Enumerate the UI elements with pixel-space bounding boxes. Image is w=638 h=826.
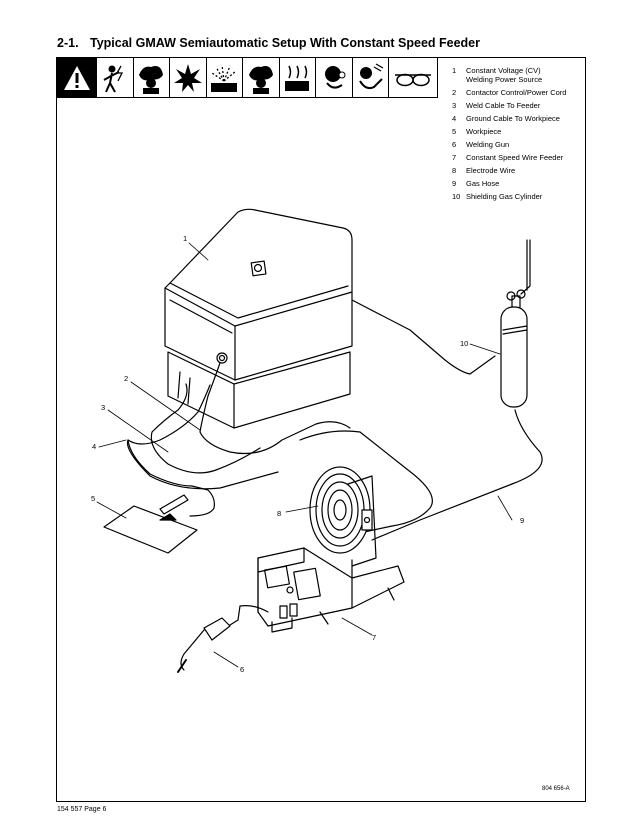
art-number: 804 656-A <box>542 786 570 792</box>
callout-6: 6 <box>240 665 245 674</box>
figure-frame <box>56 57 586 802</box>
hearing-protection-icon <box>316 58 353 97</box>
callout-7: 7 <box>372 633 377 642</box>
electric-shock-icon <box>97 58 134 97</box>
gas-cylinder-drawing <box>500 239 531 408</box>
safety-glasses-icon <box>389 58 437 97</box>
callout-2: 2 <box>124 374 129 383</box>
section-number: 2-1. <box>57 36 79 50</box>
legend-item: 1 Constant Voltage (CV)Welding Power Sou… <box>452 66 543 84</box>
setup-illustration <box>96 208 543 673</box>
callout-8: 8 <box>277 509 282 518</box>
wire-spool-drawing <box>309 466 377 579</box>
flying-sparks-icon <box>207 58 243 97</box>
power-source-drawing <box>164 208 353 429</box>
warning-triangle-icon <box>57 58 97 97</box>
parts-legend: 1 Constant Voltage (CV)Welding Power Sou… <box>452 64 582 203</box>
eye-protection-icon <box>353 58 389 97</box>
hot-parts-icon <box>280 58 316 97</box>
callout-10: 10 <box>460 339 469 348</box>
fumes-icon <box>134 58 170 97</box>
section-title: 2-1. Typical GMAW Semiautomatic Setup Wit… <box>57 36 480 50</box>
callout-1: 1 <box>183 234 188 243</box>
fumes-icon-2 <box>243 58 280 97</box>
wire-feeder-drawing <box>257 547 405 633</box>
callout-9: 9 <box>520 516 525 525</box>
callout-3: 3 <box>101 403 106 412</box>
callout-4: 4 <box>92 442 97 451</box>
safety-icon-strip <box>57 58 438 98</box>
callout-5: 5 <box>91 494 96 503</box>
page-footer: 154 557 Page 6 <box>57 806 107 813</box>
fire-explosion-icon <box>170 58 207 97</box>
section-title-text: Typical GMAW Semiautomatic Setup With Co… <box>90 36 480 50</box>
